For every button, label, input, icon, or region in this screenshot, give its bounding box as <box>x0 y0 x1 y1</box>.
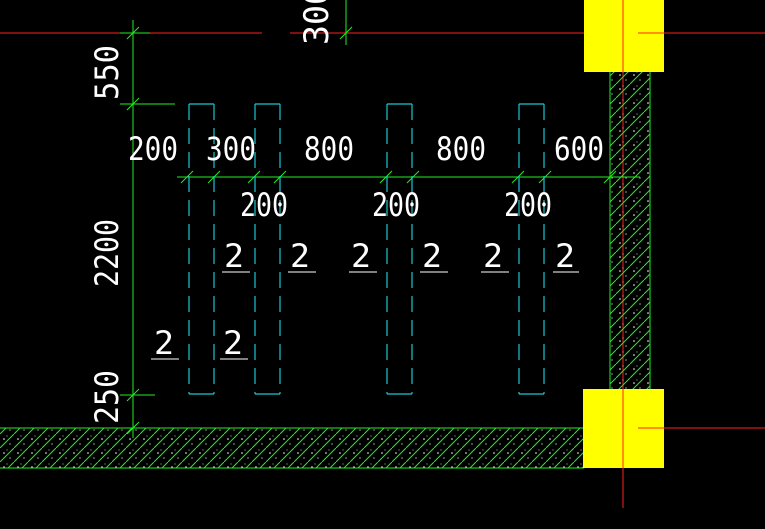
bar-label-text: 2 <box>223 324 243 362</box>
wall-bottom <box>0 427 584 469</box>
dim-lower-200a: 200 <box>240 186 288 224</box>
bar-label-text: 2 <box>224 237 244 275</box>
rib-1 <box>188 103 215 395</box>
bar-label-text: 2 <box>422 237 442 275</box>
bar-label-3: 2 <box>349 237 377 275</box>
bar-label-8: 2 <box>220 324 248 362</box>
rib-4 <box>518 103 545 395</box>
dim-horizontal-800b: 800 <box>436 130 486 168</box>
wall-right <box>609 72 651 390</box>
bar-label-text: 2 <box>154 324 174 362</box>
bar-label-4: 2 <box>420 237 448 275</box>
rib-2 <box>254 103 281 395</box>
bar-label-1: 2 <box>222 237 250 275</box>
dim-lower-200b: 200 <box>372 186 420 224</box>
bar-label-5: 2 <box>481 237 509 275</box>
dim-horizontal-200: 200 <box>128 130 178 168</box>
bar-label-text: 2 <box>290 237 310 275</box>
bar-labels: 2 2 2 2 2 2 2 2 <box>151 237 579 362</box>
bar-label-6: 2 <box>553 237 579 275</box>
bar-label-text: 2 <box>483 237 503 275</box>
dim-lower-200c: 200 <box>504 186 552 224</box>
bar-label-2: 2 <box>288 237 316 275</box>
bar-label-7: 2 <box>151 324 179 362</box>
dim-vertical-2200: 2200 <box>88 219 126 287</box>
dim-vertical-550: 550 <box>88 45 126 100</box>
dim-top-clipped: 300 <box>297 0 337 45</box>
dim-vertical-250: 250 <box>88 370 126 424</box>
bar-label-text: 2 <box>351 237 371 275</box>
rib-3 <box>386 103 413 395</box>
rib-outlines <box>188 103 545 395</box>
bar-label-text: 2 <box>555 237 575 275</box>
dim-horizontal-600: 600 <box>554 130 604 168</box>
dimension-lines <box>120 0 640 438</box>
column-top-right <box>584 0 664 72</box>
dim-horizontal-300: 300 <box>206 130 256 168</box>
dim-horizontal-800a: 800 <box>304 130 354 168</box>
